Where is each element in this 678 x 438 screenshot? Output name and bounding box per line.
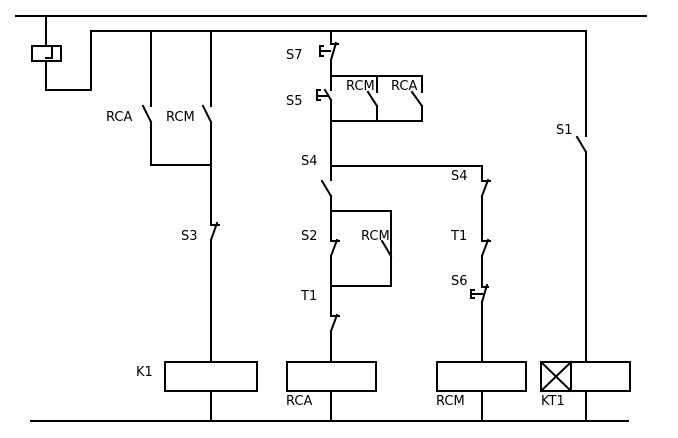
rung-rca xyxy=(286,30,483,422)
label-rcm-coil: RCM xyxy=(436,394,465,409)
rung-kt1 xyxy=(539,30,631,422)
label-s7: S7 xyxy=(286,48,303,63)
label-rcm-contact: RCM xyxy=(166,110,195,125)
label-s4-right: S4 xyxy=(451,169,468,184)
label-t1-left: T1 xyxy=(300,289,317,304)
label-rcm-s5: RCM xyxy=(346,79,375,94)
label-rca-contact: RCA xyxy=(106,110,132,125)
label-s2: S2 xyxy=(301,229,318,244)
rung-rcm xyxy=(436,178,527,422)
rung-k1 xyxy=(141,30,258,422)
label-s5: S5 xyxy=(286,94,303,109)
label-rca-coil: RCA xyxy=(286,394,312,409)
label-k1: K1 xyxy=(136,365,153,380)
coil-rca xyxy=(286,361,377,392)
label-kt1: KT1 xyxy=(541,394,565,409)
label-rca-s5: RCA xyxy=(391,79,417,94)
coil-k1 xyxy=(164,361,258,392)
coil-rcm xyxy=(436,361,527,392)
label-s1: S1 xyxy=(556,123,573,138)
label-s6: S6 xyxy=(451,274,468,289)
label-t1-right: T1 xyxy=(450,229,467,244)
label-s3: S3 xyxy=(181,229,198,244)
label-rcm-s2: RCM xyxy=(361,229,390,244)
label-s4-left: S4 xyxy=(301,154,318,169)
fuse-icon xyxy=(31,15,587,91)
